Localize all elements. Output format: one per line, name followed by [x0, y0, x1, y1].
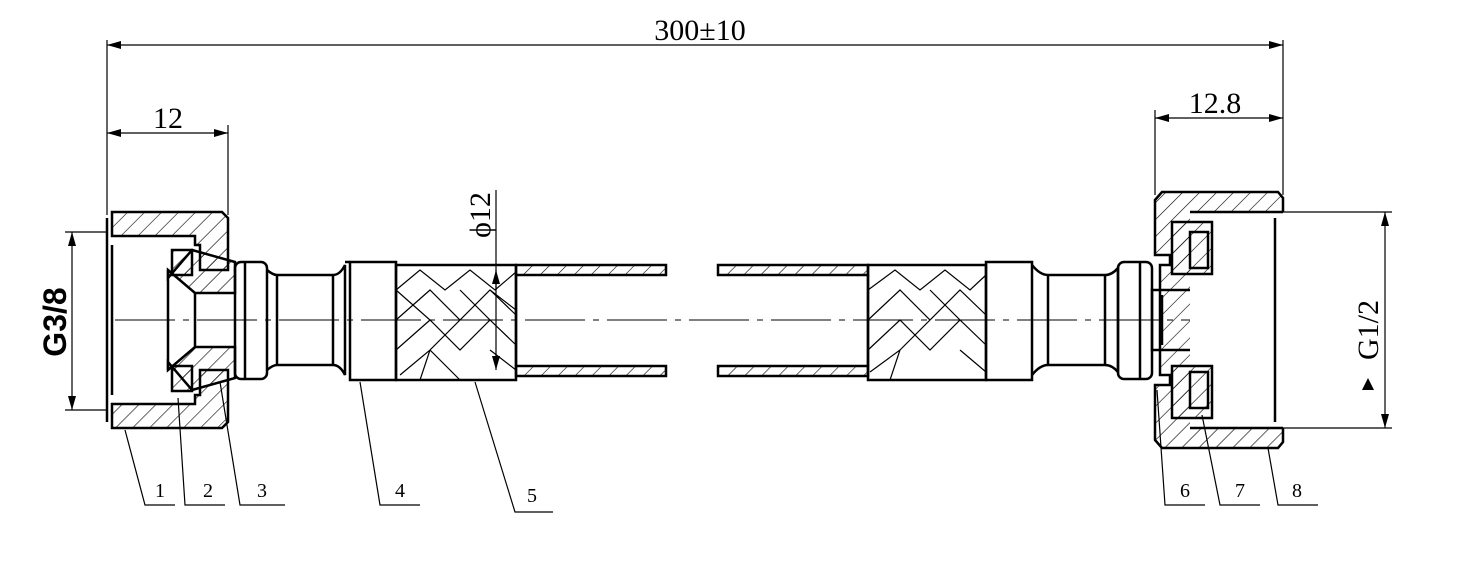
left-braid — [394, 263, 518, 382]
part-number-7: 7 — [1235, 480, 1245, 502]
part-number-2: 2 — [203, 480, 213, 502]
right-nut-dimension: 12.8 — [1154, 87, 1283, 195]
left-tube — [514, 263, 668, 378]
hose-diameter-dimension: ϕ12 — [464, 190, 500, 370]
left-thread-dimension: G3/8 — [37, 231, 107, 411]
right-nut-length-label: 12.8 — [1189, 87, 1242, 120]
part-number-5: 5 — [527, 485, 537, 507]
left-thread-label: G3/8 — [37, 287, 73, 356]
left-fitting — [233, 260, 398, 382]
right-thread-label: G1/2 — [1352, 300, 1385, 360]
part-number-4: 4 — [395, 480, 405, 502]
left-nut-length-label: 12 — [153, 102, 183, 135]
left-nut-dimension: 12 — [107, 102, 229, 215]
overall-length-label: 300±10 — [654, 14, 745, 47]
right-braid — [866, 263, 988, 382]
part-number-3: 3 — [257, 480, 267, 502]
part-number-6: 6 — [1180, 480, 1190, 502]
part-callouts: 1 2 3 4 5 6 7 8 — [124, 381, 1318, 513]
hose-diameter-label: ϕ12 — [464, 192, 497, 238]
part-number-1: 1 — [155, 480, 165, 502]
part-number-8: 8 — [1292, 480, 1302, 502]
right-nut — [1153, 190, 1285, 450]
overall-dimension: 300±10 — [106, 14, 1284, 215]
right-thread-dimension: G1/2 — [1283, 211, 1392, 429]
triangle-marker-icon — [1362, 378, 1374, 390]
